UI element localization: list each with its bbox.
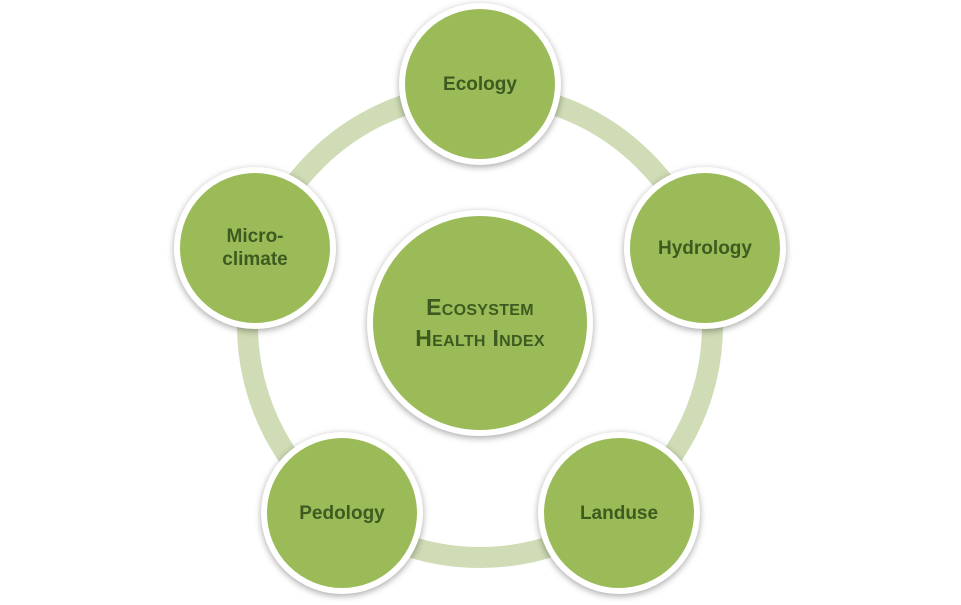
node-microclimate-label: Micro- climate	[222, 226, 288, 270]
node-landuse: Landuse	[538, 432, 700, 594]
node-pedology-label: Pedology	[299, 502, 385, 524]
node-hydrology-label: Hydrology	[658, 237, 752, 259]
node-hydrology: Hydrology	[624, 167, 786, 329]
node-ecology: Ecology	[399, 3, 561, 165]
center-label: Ecosystem Health Index	[415, 294, 545, 351]
node-pedology: Pedology	[261, 432, 423, 594]
center-node: Ecosystem Health Index	[367, 210, 593, 436]
node-landuse-label: Landuse	[579, 502, 659, 524]
node-ecology-label: Ecology	[443, 73, 517, 95]
node-microclimate: Micro- climate	[174, 167, 336, 329]
